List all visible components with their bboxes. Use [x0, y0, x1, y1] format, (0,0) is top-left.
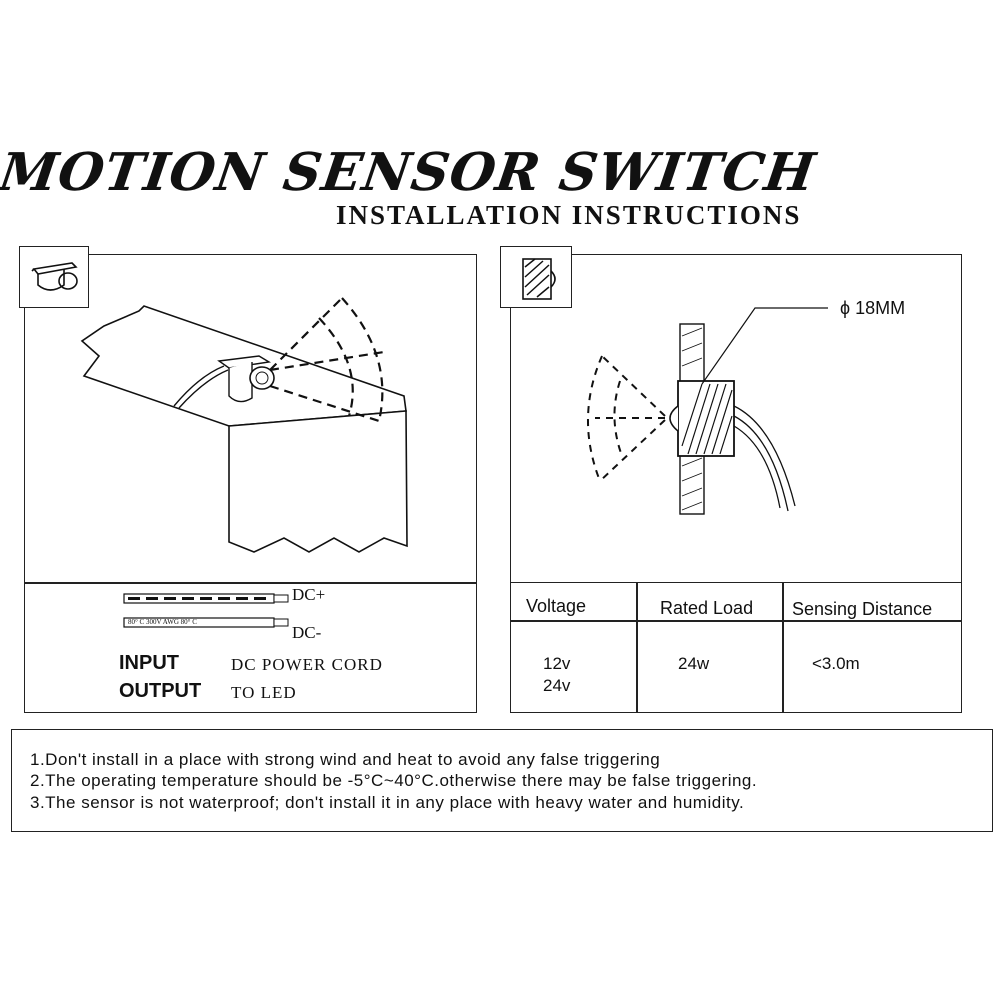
cabinet-mount-illustration — [80, 297, 408, 553]
page-title: MOTION SENSOR SWITCH — [0, 142, 820, 203]
spec-voltage-12v: 12v — [543, 654, 571, 673]
sensor-lens — [249, 366, 275, 390]
output-desc: TO LED — [231, 683, 297, 702]
input-desc: DC POWER CORD — [231, 655, 383, 674]
recessed-mount-icon-box — [500, 246, 572, 308]
note-2: 2.The operating temperature should be -5… — [30, 771, 758, 790]
recessed-mount-icon — [522, 258, 556, 300]
dc-minus-label: DC- — [292, 623, 322, 642]
note-1: 1.Don't install in a place with strong w… — [30, 750, 661, 769]
cable-print-text: 80° C 300V AWG 80° C — [128, 618, 197, 626]
spec-header-voltage: Voltage — [526, 596, 587, 616]
output-label: OUTPUT — [119, 680, 202, 702]
sensor-bracket — [217, 355, 272, 369]
spec-header-sensing-distance: Sensing Distance — [792, 599, 933, 619]
page-subtitle: INSTALLATION INSTRUCTIONS — [336, 200, 802, 230]
notes-box — [11, 729, 993, 832]
detection-cone — [269, 297, 385, 423]
dc-plus-label: DC+ — [292, 585, 326, 604]
spec-table-col-divider-2 — [782, 582, 784, 713]
power-cord-illustration — [123, 593, 289, 628]
spec-rated-load-value: 24w — [678, 654, 710, 673]
left-panel — [24, 254, 477, 713]
note-3: 3.The sensor is not waterproof; don't in… — [30, 793, 745, 812]
spec-table-header-divider — [510, 620, 962, 622]
spec-voltage-24v: 24v — [543, 676, 571, 695]
bracket-mount-icon — [31, 262, 78, 291]
bracket-mount-icon-box — [19, 246, 89, 308]
cabinet-front — [228, 410, 408, 553]
detection-field — [595, 355, 666, 482]
spec-header-rated-load: Rated Load — [660, 598, 754, 618]
sensor-body — [677, 380, 735, 457]
diameter-label: ϕ 18MM — [840, 298, 906, 318]
recessed-install-illustration — [587, 307, 828, 515]
right-panel — [510, 254, 962, 713]
input-label: INPUT — [119, 652, 179, 674]
left-panel-divider — [24, 582, 477, 584]
spec-table-col-divider-1 — [636, 582, 638, 713]
spec-sensing-distance-value: <3.0m — [812, 654, 860, 673]
spec-table — [510, 582, 962, 713]
